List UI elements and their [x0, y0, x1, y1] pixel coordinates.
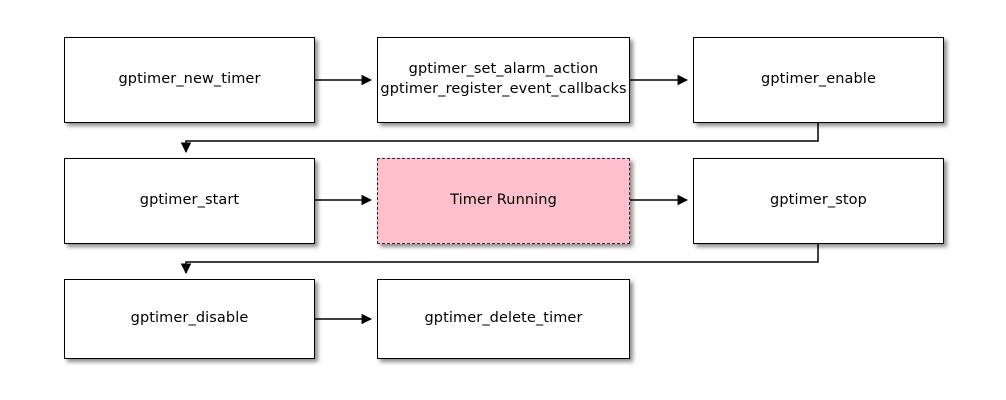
node-gptimer-disable[interactable]: gptimer_disable	[64, 279, 315, 359]
node-label: gptimer_enable	[761, 71, 876, 88]
node-gptimer-stop[interactable]: gptimer_stop	[693, 158, 944, 244]
node-label: gptimer_delete_timer	[424, 310, 583, 327]
node-gptimer-start[interactable]: gptimer_start	[64, 158, 315, 244]
node-gptimer-enable[interactable]: gptimer_enable	[693, 37, 944, 123]
node-gptimer-delete-timer[interactable]: gptimer_delete_timer	[377, 279, 630, 359]
node-timer-running[interactable]: Timer Running	[377, 158, 630, 244]
node-label: Timer Running	[450, 192, 557, 209]
edge-stop-to-disable	[180, 244, 819, 275]
node-gptimer-set-alarm-action[interactable]: gptimer_set_alarm_action gptimer_registe…	[377, 37, 630, 123]
node-label: gptimer_disable	[130, 310, 249, 327]
node-label: gptimer_new_timer	[118, 71, 261, 88]
node-label: gptimer_stop	[770, 192, 867, 209]
node-label: gptimer_set_alarm_action gptimer_registe…	[380, 61, 627, 97]
edge-enable-to-start	[180, 123, 819, 154]
node-label: gptimer_start	[139, 192, 240, 209]
node-gptimer-new-timer[interactable]: gptimer_new_timer	[64, 37, 315, 123]
